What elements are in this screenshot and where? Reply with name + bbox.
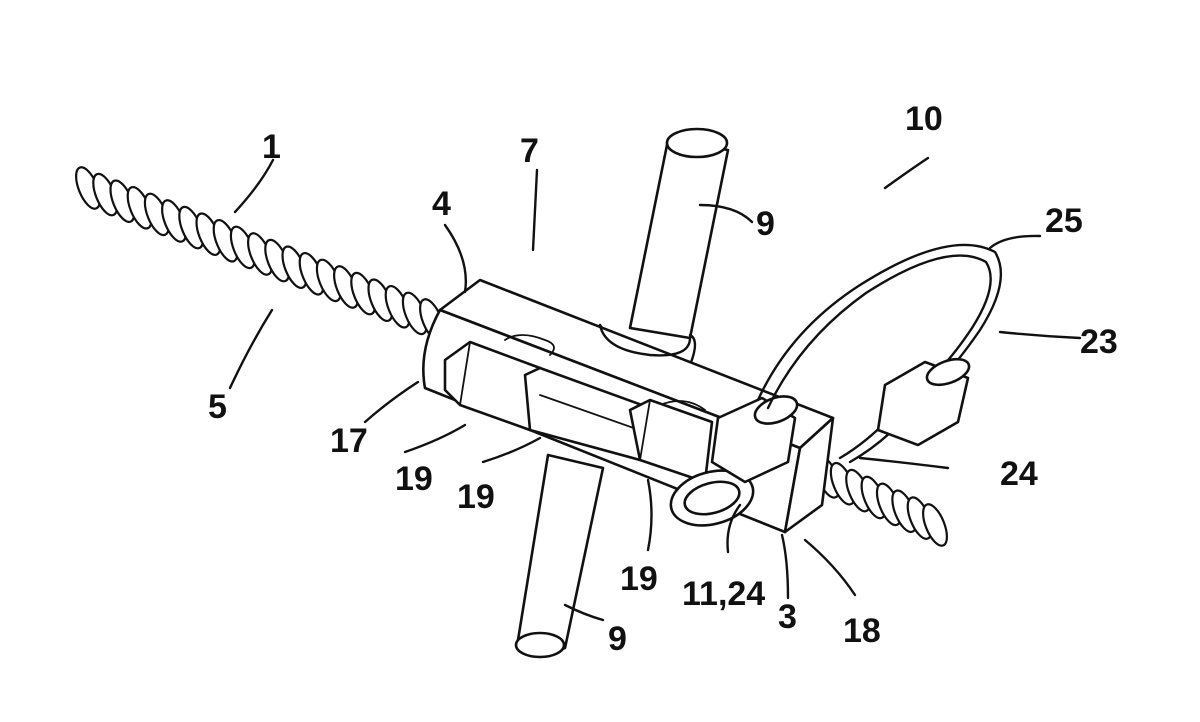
thread-ring: [922, 503, 948, 547]
label-4: 4: [432, 185, 451, 223]
label-10: 10: [905, 100, 943, 138]
lower-leg: [514, 453, 605, 659]
label-1: 1: [262, 128, 281, 166]
hex-nut-3: [628, 398, 714, 484]
pin-loop: [669, 469, 755, 527]
label-9-top: 9: [756, 205, 775, 243]
label-25: 25: [1045, 202, 1083, 240]
label-5: 5: [208, 388, 227, 426]
reference-labels: 1 5 4 7 9 10 25 23 17 19 19 19 11,24 3 1…: [208, 100, 1118, 658]
label-18: 18: [843, 612, 881, 650]
label-19-b: 19: [457, 478, 495, 516]
threaded-rod-left: [75, 166, 445, 342]
label-24: 24: [1000, 455, 1038, 493]
label-23: 23: [1080, 323, 1118, 361]
label-19-a: 19: [395, 460, 433, 498]
label-7: 7: [520, 132, 539, 170]
label-11-24: 11,24: [682, 575, 765, 613]
upper-leg: [598, 127, 730, 367]
label-19-c: 19: [620, 560, 658, 598]
label-3: 3: [778, 598, 797, 636]
sleeve-lower: [710, 395, 799, 484]
sleeve-upper: [876, 357, 971, 447]
label-17: 17: [330, 422, 368, 460]
leader-lines: [228, 156, 1082, 622]
label-9-bottom: 9: [608, 620, 627, 658]
